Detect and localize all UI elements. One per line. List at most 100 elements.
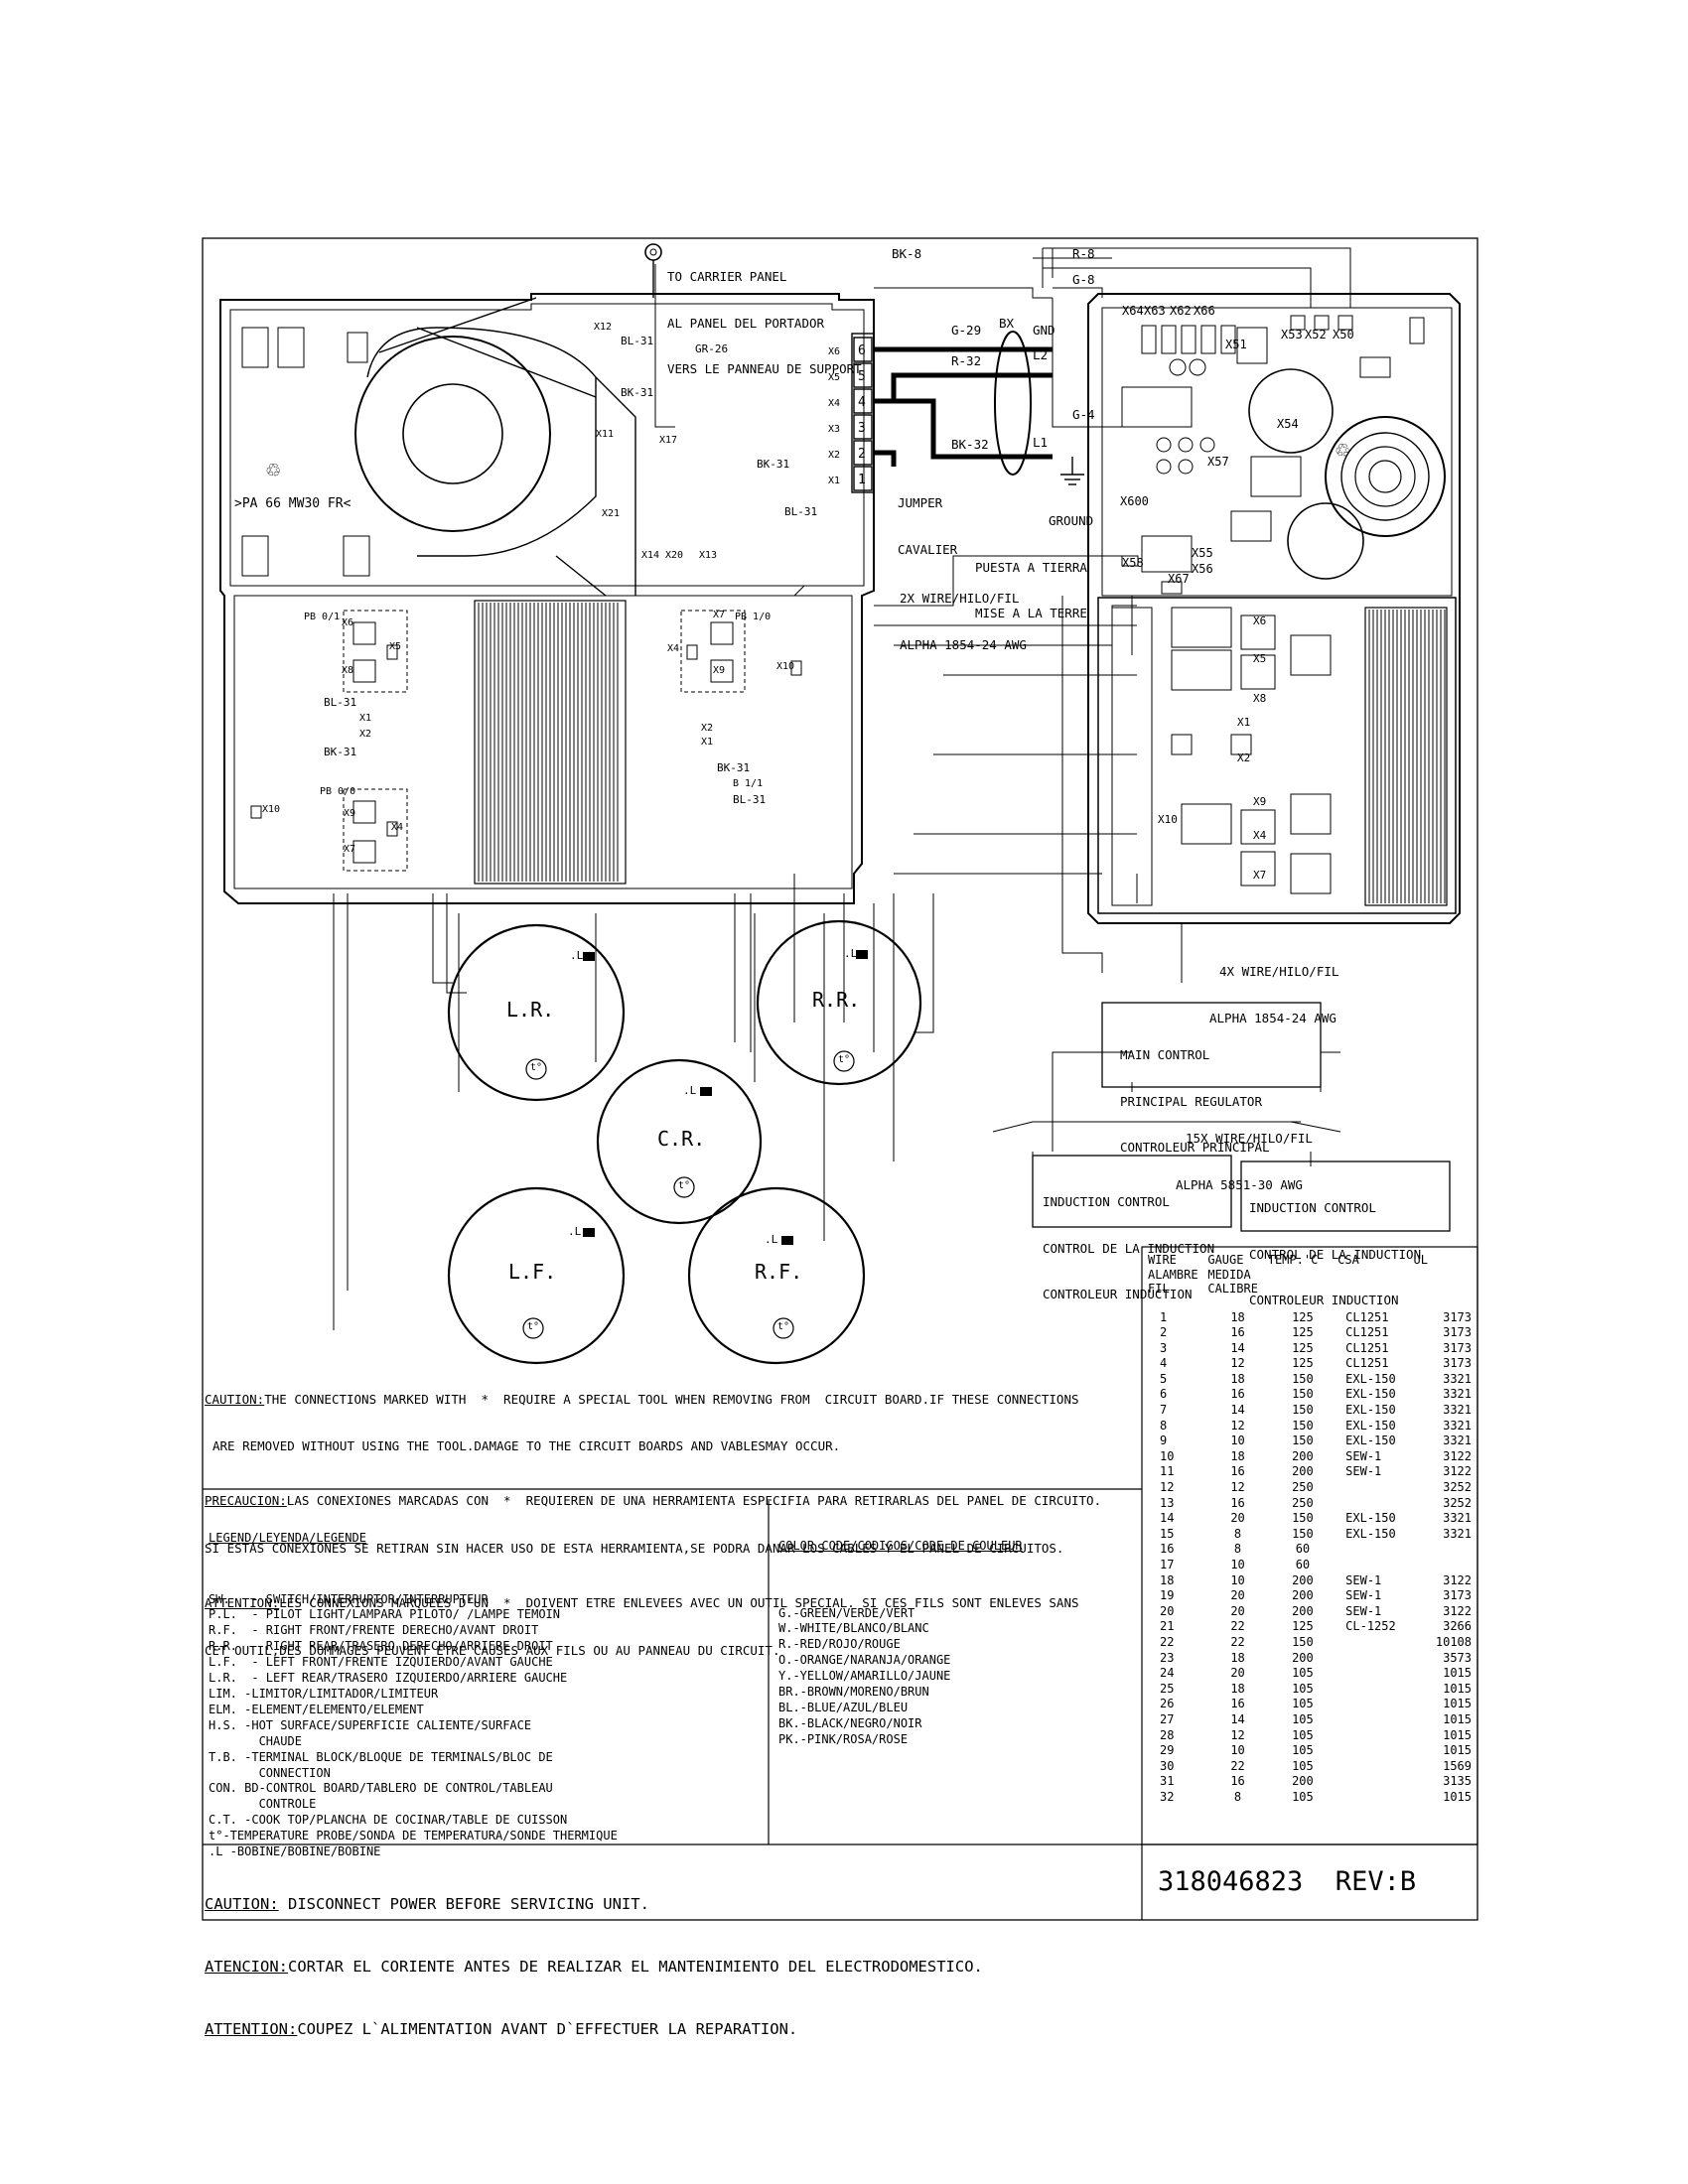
burner-label-rr: R.R.	[812, 988, 861, 1012]
wire-table-cell: 22	[1230, 1619, 1245, 1634]
wire-table-cell: 200	[1292, 1588, 1314, 1603]
wire-table-cell: 3135	[1443, 1774, 1472, 1789]
ground-symbol-icon	[1060, 457, 1084, 485]
terminal-number: 6	[858, 343, 866, 358]
wire-table-cell: 3573	[1443, 1650, 1472, 1665]
label-x7-left: X7	[344, 844, 356, 855]
tag-g8: G-8	[1072, 272, 1095, 287]
wire-table-cell: 16	[1230, 1774, 1245, 1789]
color-code-item: BL.-BLUE/AZUL/BLEU	[778, 1700, 909, 1714]
legend-item: C.T. -COOK TOP/PLANCHA DE COCINAR/TABLE …	[209, 1813, 568, 1828]
induction-control-left: INDUCTION CONTROL CONTROL DE LA INDUCTIO…	[1043, 1163, 1214, 1317]
color-code-item: O.-ORANGE/NARANJA/ORANGE	[778, 1653, 951, 1668]
tag-g4: G-4	[1072, 407, 1095, 422]
wire-table-cell: 18	[1230, 1681, 1245, 1696]
tag-bk32: BK-32	[951, 437, 989, 452]
coil-label: .L	[844, 947, 858, 960]
main-control-line-3: CONTROLEUR PRINCIPAL	[1120, 1140, 1270, 1155]
legend-item: H.S. -HOT SURFACE/SUPERFICIE CALIENTE/SU…	[209, 1717, 532, 1732]
tag-bl31a: BL-31	[621, 335, 654, 347]
label-x4-left: X4	[391, 822, 404, 833]
wire-table-cell: 105	[1292, 1711, 1314, 1726]
power-board-label-x1: X1	[1237, 716, 1251, 729]
vent-slots	[241, 327, 370, 577]
terminal-number: 1	[858, 473, 866, 487]
wire-table-cell: 3122	[1443, 1448, 1472, 1463]
wire-table-cell: SEW-1	[1345, 1448, 1382, 1463]
wire-4x-line-1: 4X WIRE/HILO/FIL	[1219, 964, 1339, 979]
color-code-item: PK.-PINK/ROSA/ROSE	[778, 1731, 909, 1746]
legend-item: R.R. - RIGHT REAR/TRASERO DERECHO/ARRIER…	[209, 1639, 553, 1654]
burner-label-cr: C.R.	[657, 1127, 706, 1151]
burner-label-lr: L.R.	[506, 998, 555, 1022]
label-bk31-left: BK-31	[324, 746, 357, 758]
wire-table-cell: 3252	[1443, 1480, 1472, 1495]
main-control-label: MAIN CONTROL PRINCIPAL REGULATOR CONTROL…	[1120, 1017, 1270, 1170]
wire-15x-line-1: 15X WIRE/HILO/FIL	[1186, 1131, 1313, 1146]
label-x6-left: X6	[342, 617, 354, 628]
burner-circles	[447, 919, 922, 1365]
jumper-line-1: JUMPER	[898, 495, 943, 510]
main-board-label-x64: X64	[1122, 304, 1144, 318]
wire-table-cell: CL1251	[1345, 1356, 1389, 1371]
wire-table-cell	[1337, 1496, 1403, 1512]
color-code-item: Y.-YELLOW/AMARILLO/JAUNE	[778, 1669, 951, 1684]
tag-bk8: BK-8	[892, 246, 922, 261]
wire-table-cell: 3321	[1443, 1403, 1472, 1418]
color-code-item: BR.-BROWN/MORENO/BRUN	[778, 1685, 929, 1700]
header-temp: TEMP.'C	[1267, 1253, 1319, 1267]
induction-right-line-2: CONTROL DE LA INDUCTION	[1249, 1246, 1422, 1262]
wire-table-cell: 16	[1230, 1325, 1245, 1340]
wire-table-cell: 10	[1160, 1448, 1175, 1463]
wire-table-cell: 21	[1160, 1619, 1175, 1634]
wire-table-cell: 3173	[1443, 1340, 1472, 1355]
legend-item: ELM. -ELEMENT/ELEMENTO/ELEMENT	[209, 1702, 424, 1716]
wire-table-cell: 105	[1292, 1789, 1314, 1804]
color-code-item: W.-WHITE/BLANCO/BLANC	[778, 1621, 929, 1636]
terminal-number: 4	[858, 395, 866, 410]
wire-table-cell: CL1251	[1345, 1325, 1389, 1340]
wire-table-cell: 10	[1230, 1433, 1245, 1448]
carrier-note-line-3: VERS LE PANNEAU DE SUPPORT	[667, 361, 862, 376]
caution-fr-label: ATTENTION:	[205, 1595, 280, 1611]
heat-sink	[474, 600, 627, 885]
wire-table-cell: 150	[1292, 1418, 1314, 1433]
recycle-icon: ♲	[266, 455, 280, 482]
color-code-item: R.-RED/ROJO/ROUGE	[778, 1637, 901, 1652]
wire-table-cell: 31	[1160, 1774, 1175, 1789]
terminal-number: 5	[858, 369, 866, 384]
legend-block: LEGEND/LEYENDA/LEGENDE SW. - SWITCH/INTE…	[209, 1499, 618, 1876]
temperature-probe-icon: t°	[678, 1180, 691, 1191]
wire-table-cell: SEW-1	[1345, 1464, 1382, 1479]
wire-table-cell: 18	[1230, 1448, 1245, 1463]
wire-4x-line-2: ALPHA 1854-24 AWG	[1209, 1010, 1336, 1025]
wire-table-cell: 17	[1160, 1558, 1175, 1571]
caution-es-label: PRECAUCION:	[205, 1493, 287, 1509]
main-board-label-x55: X55	[1192, 546, 1213, 560]
wire-table-cell: 8	[1233, 1526, 1242, 1541]
header-ul: UL	[1413, 1253, 1428, 1267]
wire-table-cell	[1337, 1682, 1403, 1698]
wire-runs	[333, 247, 1351, 1330]
wire-15x-note: 15X WIRE/HILO/FIL ALPHA 5851-30 AWG	[1176, 1100, 1313, 1208]
caution-en-text: THE CONNECTIONS MARKED WITH * REQUIRE A …	[264, 1391, 1079, 1407]
wire-table-cell	[1337, 1697, 1403, 1712]
color-code-item: G.-GREEN/VERDE/VERT	[778, 1605, 915, 1620]
power-board-label-x8: X8	[1253, 692, 1267, 705]
wire-table-cell: 18	[1160, 1572, 1175, 1587]
wire-table-cell: 150	[1292, 1634, 1314, 1649]
temperature-probe-icon: t°	[527, 1321, 540, 1332]
table-borders	[203, 1246, 1478, 1920]
caution-fr-2: CET OUTIL,DES DOMMAGES PEUVENT ETRE CAUS…	[205, 1642, 780, 1658]
